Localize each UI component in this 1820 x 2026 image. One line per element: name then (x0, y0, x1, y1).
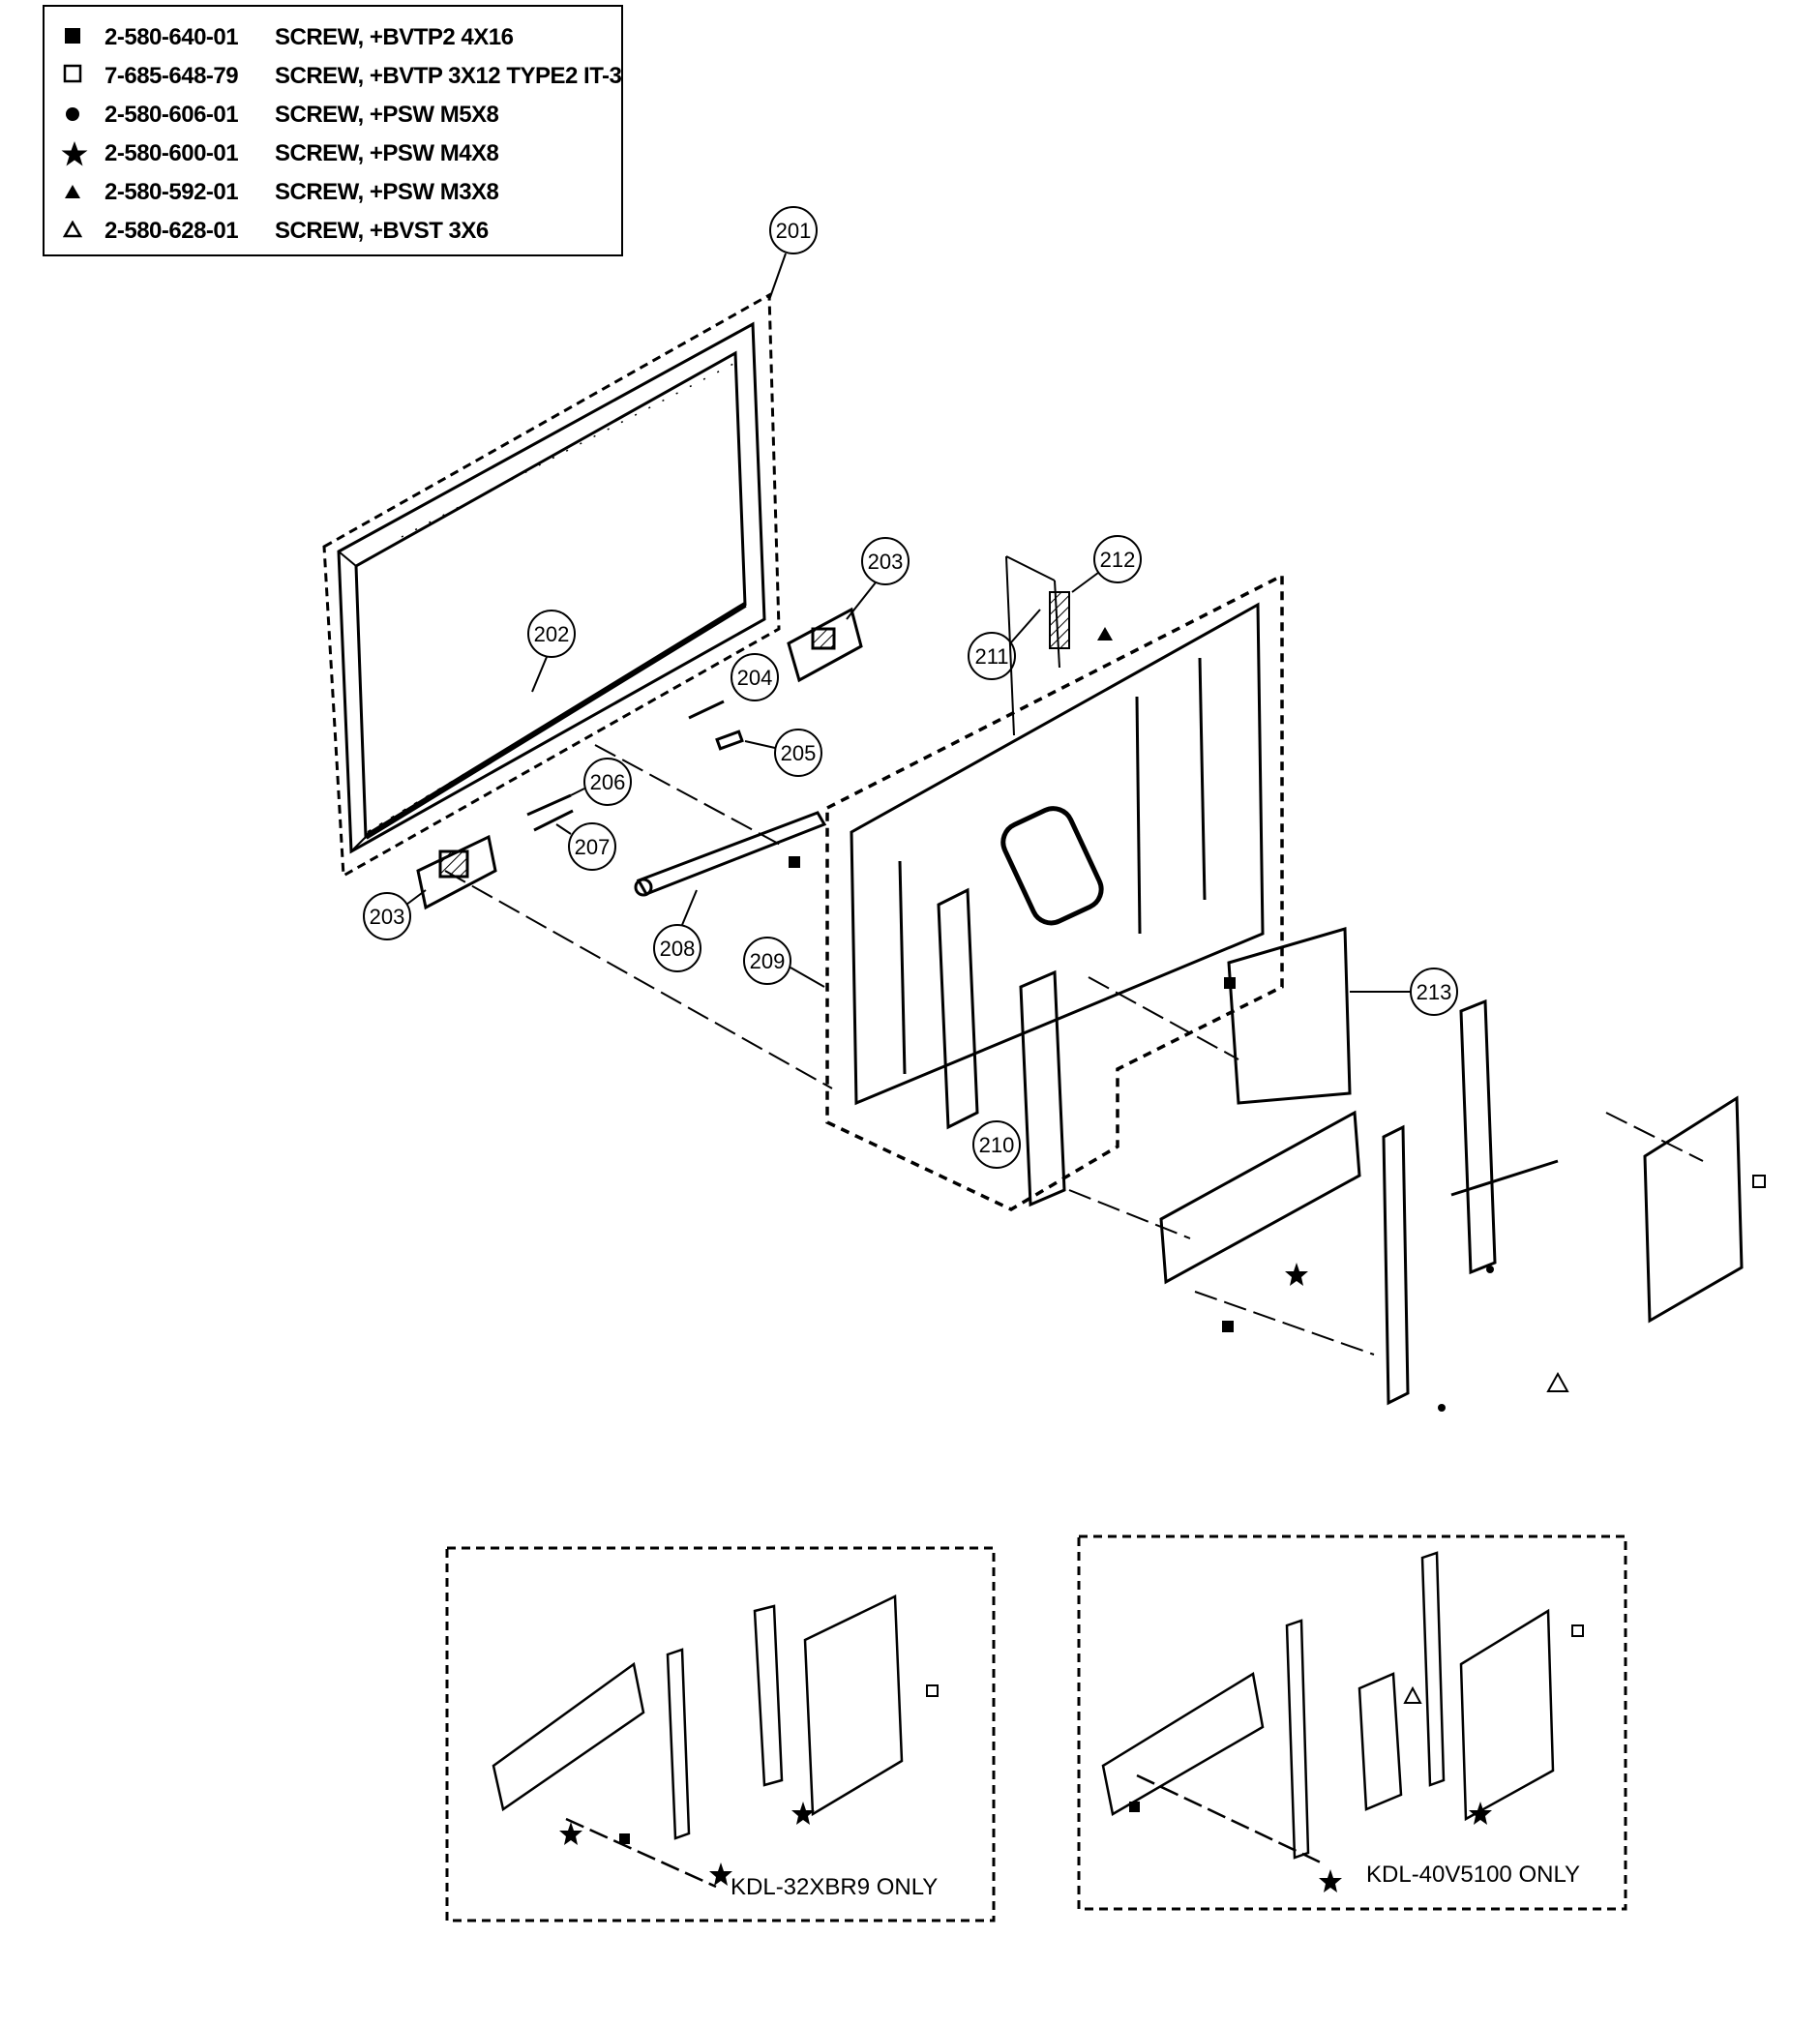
legend-part-number: 2-580-600-01 (104, 140, 239, 166)
bar-208 (634, 811, 827, 897)
callout-label: 209 (750, 949, 786, 973)
small-parts-204-207 (526, 700, 744, 832)
legend-description: SCREW, +BVTP 3X12 TYPE2 IT-3 (275, 63, 622, 89)
legend-row: 7-685-648-79 SCREW, +BVTP 3X12 TYPE2 IT-… (45, 55, 622, 94)
assembly-lines (444, 744, 1704, 1356)
callout-203-left: 203 (363, 889, 427, 940)
callout-204: 204 (731, 653, 779, 701)
open-triangle-icon (1546, 1371, 1569, 1392)
callout-label: 203 (868, 550, 904, 574)
filled-circle-icon (1486, 1266, 1494, 1273)
callout-label: 210 (979, 1133, 1015, 1157)
callout-label: 213 (1417, 980, 1452, 1004)
screw-legend-table: 2-580-640-01 SCREW, +BVTP2 4X16 7-685-64… (43, 5, 623, 256)
callout-202: 202 (527, 610, 576, 693)
legend-description: SCREW, +PSW M3X8 (275, 179, 499, 205)
front-bezel-201 (322, 292, 781, 879)
callout-203-right: 203 (846, 537, 910, 620)
legend-description: SCREW, +PSW M4X8 (275, 140, 499, 166)
legend-row: 2-580-600-01 SCREW, +PSW M4X8 (45, 133, 621, 171)
callout-210: 210 (972, 1120, 1021, 1169)
legend-part-number: 2-580-606-01 (104, 102, 239, 128)
filled-triangle-icon (60, 179, 85, 206)
legend-description: SCREW, +BVST 3X6 (275, 218, 489, 244)
callout-213: 213 (1350, 968, 1458, 1016)
legend-row: 2-580-640-01 SCREW, +BVTP2 4X16 (45, 16, 621, 55)
callout-label: 207 (575, 835, 611, 859)
callout-207: 207 (555, 822, 616, 871)
callout-211: 211 (968, 609, 1041, 680)
callout-label: 205 (781, 741, 817, 765)
callout-label: 201 (776, 219, 812, 243)
callout-212: 212 (1071, 535, 1142, 593)
legend-part-number: 2-580-628-01 (104, 218, 239, 244)
screw-markers (789, 627, 1766, 1412)
callout-209: 209 (743, 937, 825, 988)
filled-square-icon (60, 24, 85, 51)
callout-208: 208 (653, 889, 701, 972)
legend-row: 2-580-592-01 SCREW, +PSW M3X8 (45, 171, 621, 210)
variant-box-right: KDL-40V5100 ONLY (1077, 1534, 1627, 1911)
open-triangle-icon (60, 218, 85, 245)
speaker-203-left (416, 834, 497, 910)
callout-label: 211 (974, 644, 1008, 669)
speaker-203-right (787, 607, 863, 683)
open-square-icon (60, 63, 85, 90)
callouts: 201 202 203 203 204 205 206 207 208 209 … (363, 206, 1458, 1169)
callout-label: 208 (660, 937, 696, 961)
callout-label: 206 (590, 770, 626, 794)
callout-201: 201 (768, 206, 818, 301)
callout-label: 204 (737, 666, 773, 690)
callout-205: 205 (744, 729, 822, 777)
open-square-icon (1752, 1175, 1766, 1188)
callout-206: 206 (570, 758, 632, 806)
stand-brackets (1159, 998, 1744, 1406)
legend-description: SCREW, +BVTP2 4X16 (275, 24, 514, 50)
variant-label-kdl-32xbr9: KDL-32XBR9 ONLY (731, 1874, 938, 1900)
legend-row: 2-580-606-01 SCREW, +PSW M5X8 (45, 94, 621, 133)
filled-square-icon (1224, 977, 1236, 989)
filled-star-icon (1285, 1263, 1308, 1286)
filled-circle-icon (60, 102, 85, 129)
pcb-211-212 (1005, 555, 1070, 736)
filled-circle-icon (1438, 1404, 1446, 1412)
filled-square-icon (1222, 1321, 1234, 1332)
filled-square-icon (789, 856, 800, 868)
filled-star-icon (60, 140, 88, 174)
callout-label: 202 (534, 622, 570, 646)
legend-row: 2-580-628-01 SCREW, +BVST 3X6 (45, 210, 621, 249)
filled-triangle-icon (1097, 627, 1113, 641)
callout-label: 203 (370, 905, 405, 929)
callout-label: 212 (1100, 548, 1136, 572)
variant-box-left: KDL-32XBR9 ONLY (445, 1546, 996, 1922)
legend-part-number: 2-580-592-01 (104, 179, 239, 205)
legend-description: SCREW, +PSW M5X8 (275, 102, 499, 128)
legend-part-number: 2-580-640-01 (104, 24, 239, 50)
legend-part-number: 7-685-648-79 (104, 63, 239, 89)
variant-label-kdl-40v5100: KDL-40V5100 ONLY (1366, 1862, 1580, 1888)
rear-chassis-209 (825, 573, 1352, 1211)
